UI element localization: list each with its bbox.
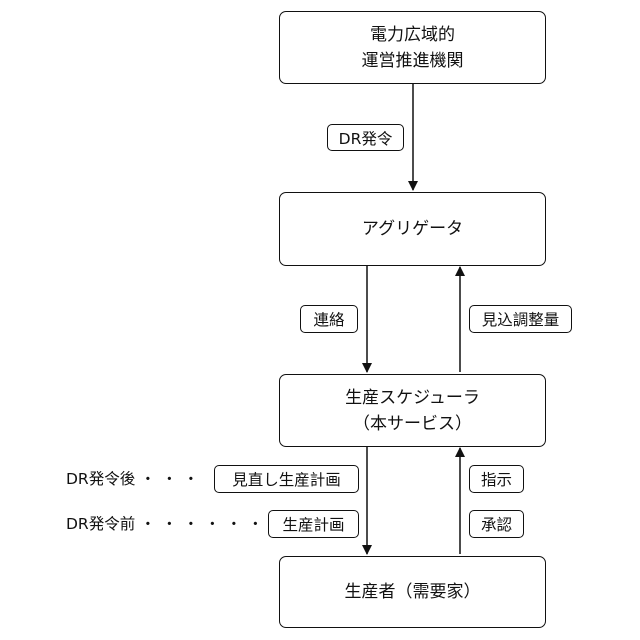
node-producer: 生産者（需要家）	[279, 556, 546, 628]
node-aggregator-label: アグリゲータ	[362, 216, 463, 242]
node-aggregator: アグリゲータ	[279, 192, 546, 266]
node-production-scheduler: 生産スケジューラ （本サービス）	[279, 374, 546, 447]
note-after-dr-text: DR発令後	[66, 470, 135, 488]
note-before-dr-text: DR発令前	[66, 515, 135, 533]
node-scheduler-line1: 生産スケジューラ	[345, 385, 480, 411]
label-approval: 承認	[469, 510, 524, 538]
label-revised-plan: 見直し生産計画	[214, 465, 359, 493]
label-contact: 連絡	[300, 305, 358, 333]
node-producer-label: 生産者（需要家）	[345, 579, 481, 605]
note-after-dr-dots: ・・・	[140, 470, 205, 488]
node-occto-line2: 運営推進機関	[362, 48, 464, 74]
node-scheduler-line2: （本サービス）	[353, 411, 472, 437]
label-instruction: 指示	[469, 465, 524, 493]
node-occto: 電力広域的 運営推進機関	[279, 11, 546, 84]
note-after-dr: DR発令後 ・・・	[66, 469, 205, 489]
note-before-dr: DR発令前 ・・・・・・	[66, 514, 269, 534]
label-production-plan: 生産計画	[268, 510, 359, 538]
label-estimated-adjustment: 見込調整量	[469, 305, 572, 333]
label-dr-order: DR発令	[327, 124, 404, 151]
node-occto-line1: 電力広域的	[370, 22, 455, 48]
note-before-dr-dots: ・・・・・・	[140, 515, 269, 533]
